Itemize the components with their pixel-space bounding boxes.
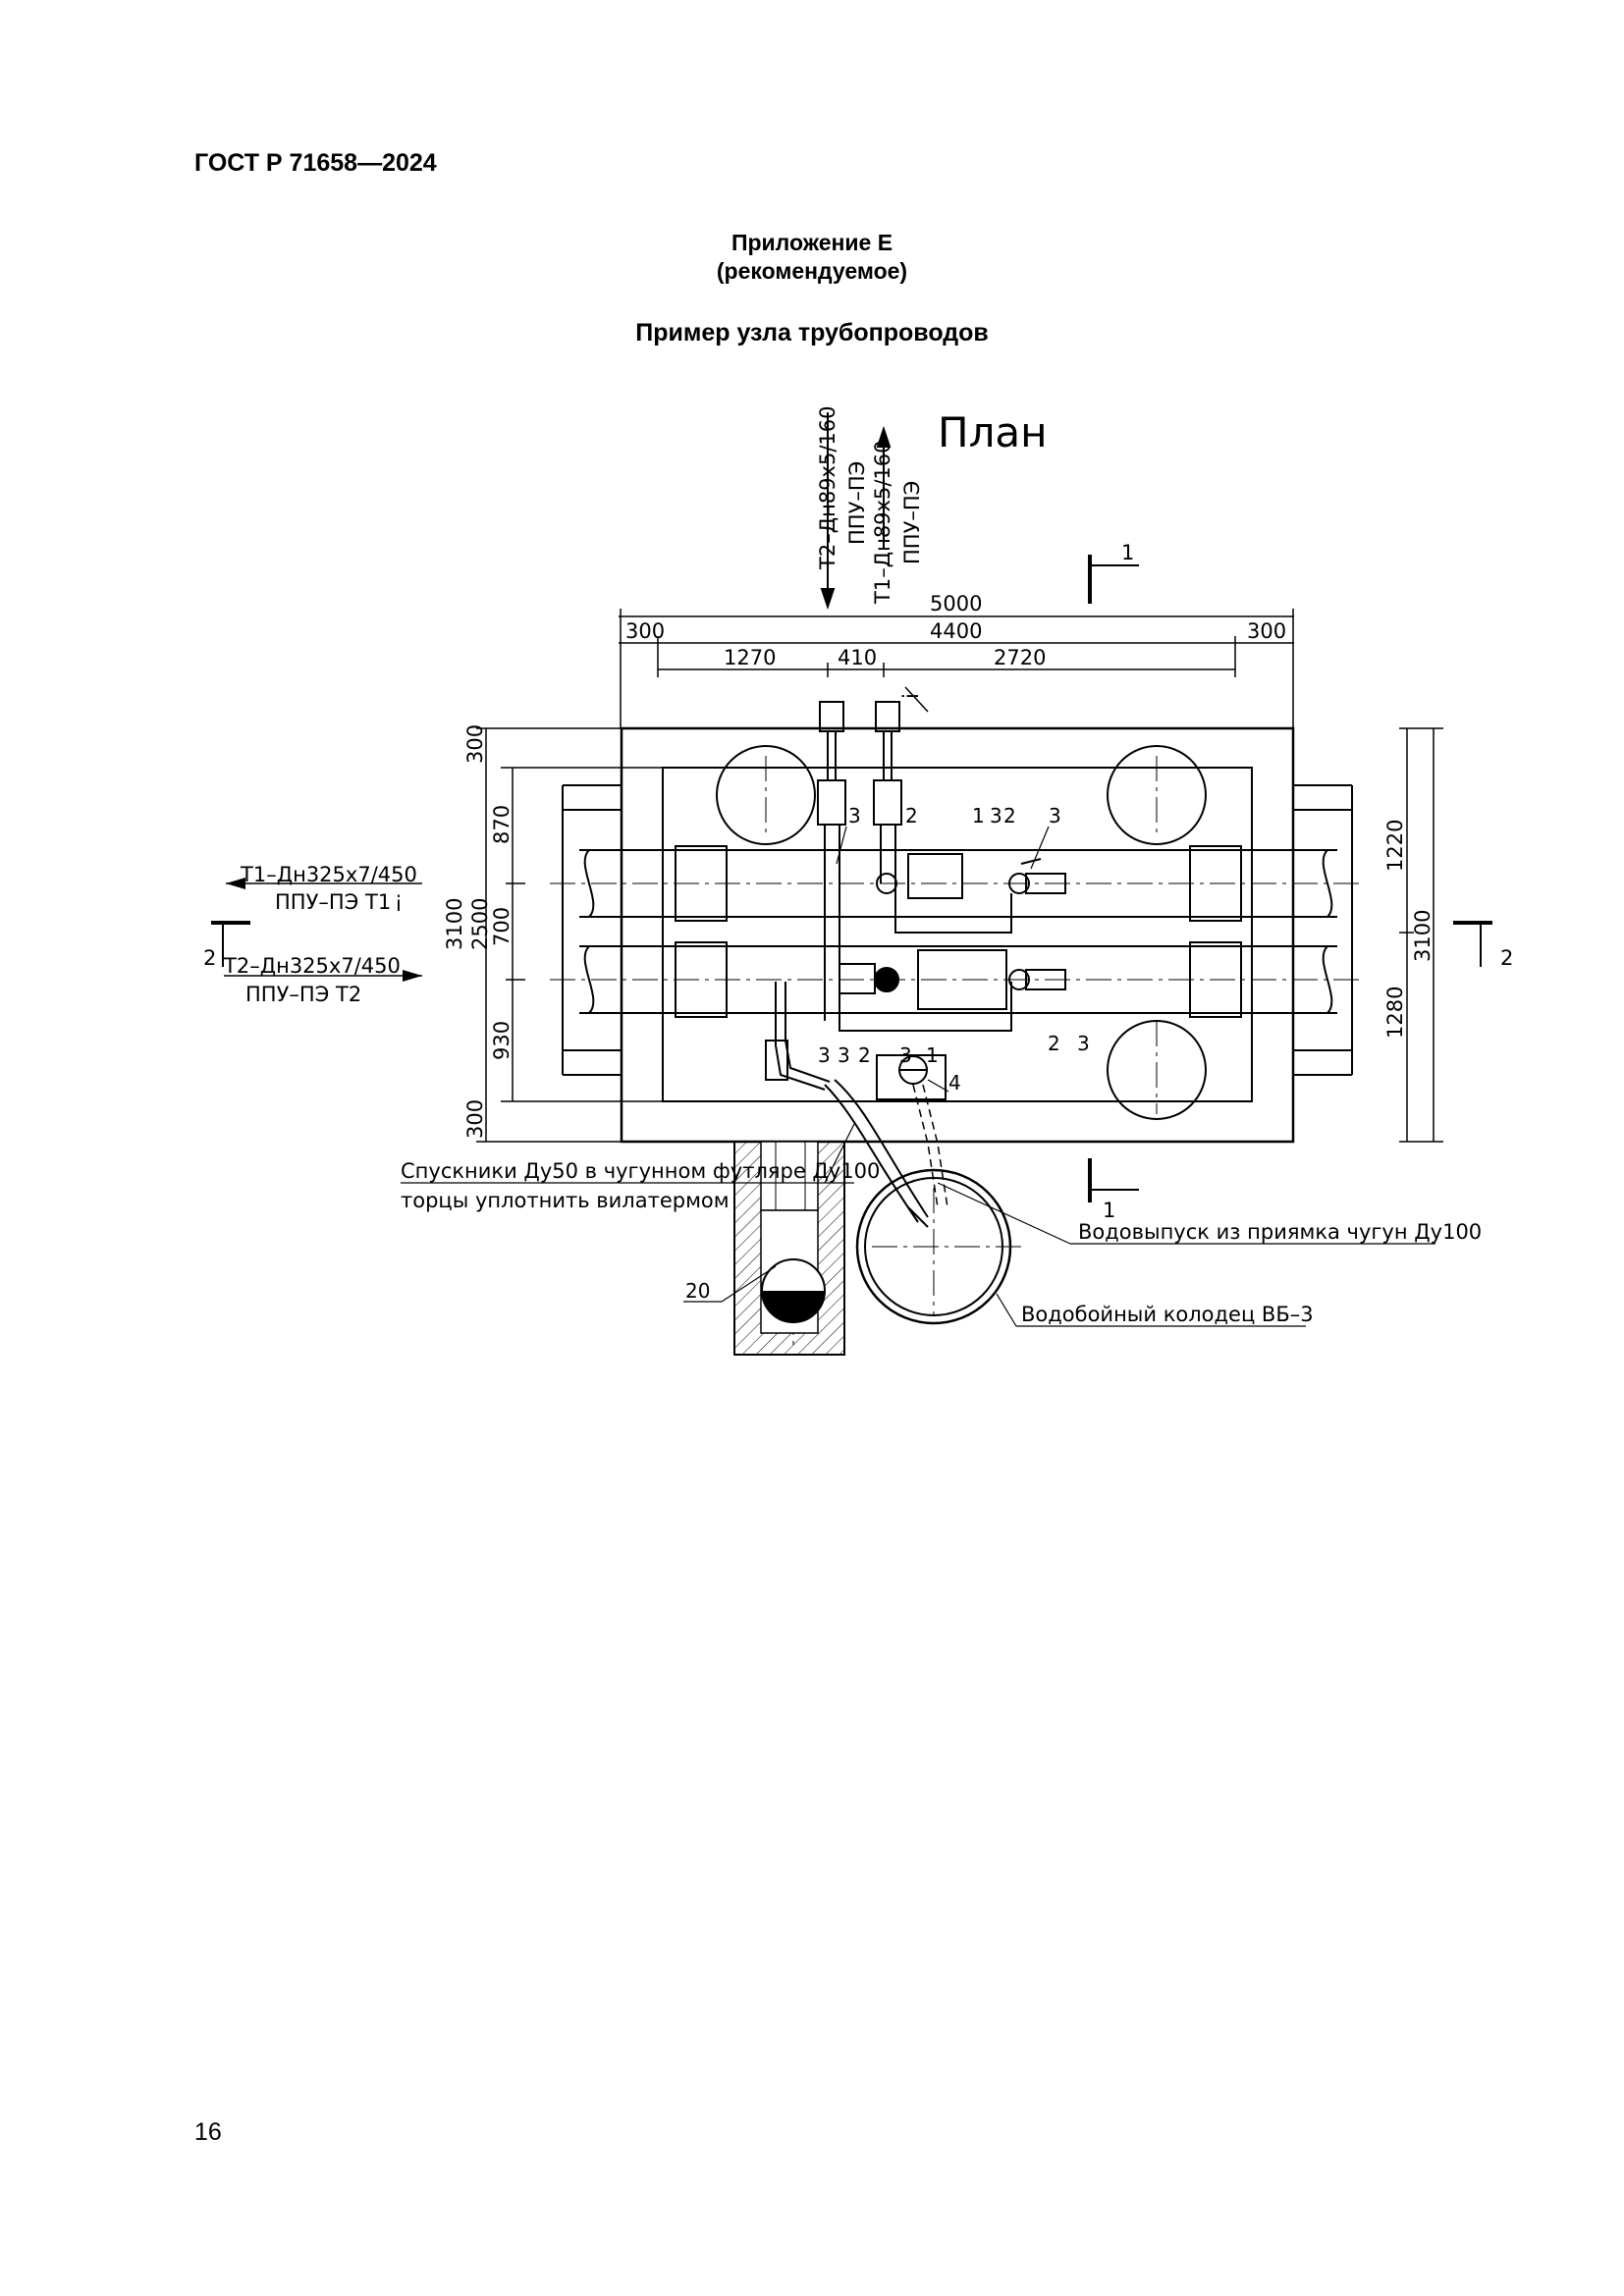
section-mark-2-right: 2 [1453,921,1513,970]
dim-left-870: 870 [490,805,514,844]
seal-note: торцы уплотнить вилатермом [401,1189,730,1212]
dim-left-300-bottom: 300 [463,1099,487,1139]
callout-2: 2 [858,1043,871,1067]
section-mark-1-top: 1 [1088,541,1139,604]
t2-branch-insulation: ППУ–ПЭ [845,461,869,545]
right-dimensions [1399,727,1443,1143]
callout-1: 1 [972,804,985,828]
callout-3: 3 [899,1043,912,1067]
callout-2: 2 [1048,1032,1060,1055]
dim-left-930: 930 [490,1021,514,1060]
dim-1270: 1270 [724,646,776,669]
section-mark-2-left-label: 2 [203,946,216,970]
dim-410: 410 [838,646,877,669]
section-mark-1-bottom: 1 [1088,1158,1139,1222]
callout-2: 2 [905,804,918,828]
main-pipe-t2 [579,941,1337,1018]
dim-right-1280: 1280 [1383,987,1407,1039]
drain-pit [733,1141,845,1356]
section-mark-i-top: i [899,693,923,699]
drain-pipes [765,982,947,1223]
t1-main-insulation: ППУ–ПЭ Т1 [275,890,391,914]
section-mark-i-left: i [396,892,402,916]
dim-2720: 2720 [994,646,1046,669]
branch-pipes [817,701,1066,1032]
branch-pipe-labels: Т2–Дн89х5/160 ППУ–ПЭ Т1–Дн89х5/160 ППУ–П… [816,406,924,606]
dim-left-700: 700 [490,907,514,946]
manholes [716,745,1207,1120]
callout-20: 20 [685,1279,710,1303]
equipment-callouts: 3 2 1 3 2 3 3 3 2 1 3 2 3 4 20 [685,804,1090,1303]
section-mark-2-left: 2 [203,921,250,970]
dim-right-3100: 3100 [1411,910,1435,962]
dim-300-right: 300 [1247,619,1286,643]
dim-left-300-top: 300 [463,724,487,764]
appendix-kind: (рекомендуемое) [716,258,908,284]
t2-main-insulation: ППУ–ПЭ Т2 [245,983,361,1006]
top-dimensions [619,609,1294,728]
water-break-well [855,1168,1012,1325]
t1-branch-insulation: ППУ–ПЭ [900,481,924,564]
callout-3: 3 [838,1043,850,1067]
dim-right-1220: 1220 [1383,820,1407,872]
drain-note: Спускники Ду50 в чугунном футляре Ду100 [401,1159,880,1183]
page-number: 16 [194,2118,222,2146]
callout-3: 3 [990,804,1002,828]
callout-2: 2 [1003,804,1016,828]
dim-5000: 5000 [930,592,982,615]
plan-title: План [938,408,1048,456]
t2-main-label: Т2–Дн325х7/450 [223,954,401,978]
appendix-name: Пример узла трубопроводов [635,319,989,347]
callout-4: 4 [948,1071,961,1095]
callout-1: 1 [926,1043,939,1067]
outlet-note: Водовыпуск из приямка чугун Ду100 [1078,1220,1482,1244]
callout-3: 3 [848,804,861,828]
chamber-inner-wall [662,767,1253,1102]
callout-3: 3 [818,1043,831,1067]
dim-4400: 4400 [930,619,982,643]
appendix-title: Приложение Е [731,230,893,255]
dim-left-3100: 3100 [443,898,466,950]
left-dimensions [476,727,663,1143]
dim-300-left: 300 [625,619,665,643]
callout-3: 3 [1077,1032,1090,1055]
chamber-outer-wall [620,726,1295,1144]
well-note: Водобойный колодец ВБ–3 [1021,1303,1314,1326]
dim-left-2500: 2500 [468,898,492,950]
section-mark-1-label: 1 [1121,541,1134,564]
document-code: ГОСТ Р 71658—2024 [194,149,437,177]
t1-main-label: Т1–Дн325х7/450 [240,863,417,886]
section-mark-1-bottom-label: 1 [1103,1199,1115,1222]
section-mark-2-right-label: 2 [1500,946,1513,970]
callout-3: 3 [1049,804,1061,828]
